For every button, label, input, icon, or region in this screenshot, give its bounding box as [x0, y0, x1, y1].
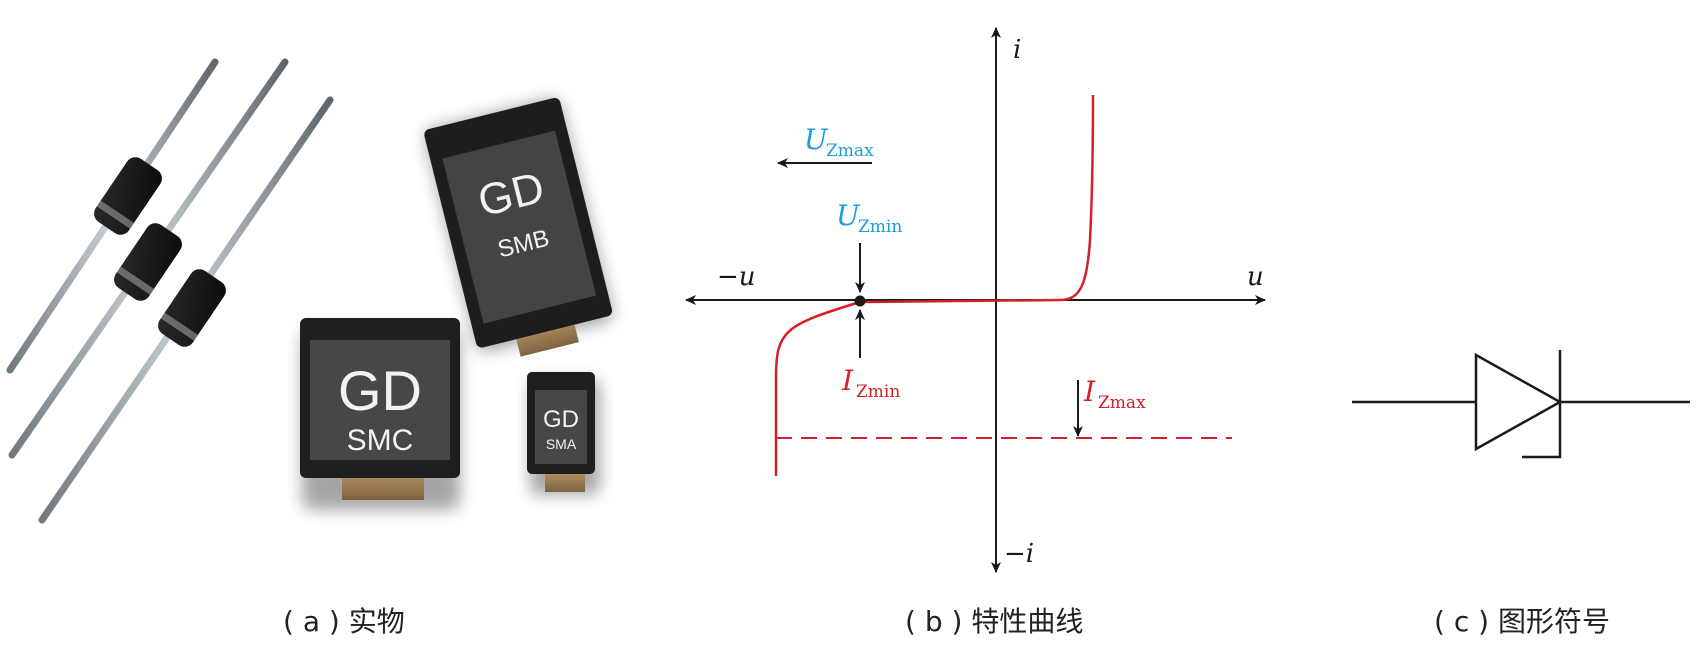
i-axis-label: i	[1013, 35, 1021, 65]
neg-u-axis-label: −u	[717, 262, 756, 292]
sma-label: SMA	[546, 436, 577, 452]
uzmax-label-main: U	[804, 123, 829, 156]
izmin-label-main: I	[841, 364, 854, 397]
sma-brand: GD	[543, 406, 579, 433]
axial-diodes-photo	[6, 58, 334, 524]
caption-b: ( b ) 特性曲线	[905, 605, 1084, 638]
uzmin-label-sub: Zmin	[858, 217, 902, 237]
smb-package: GD SMB	[424, 97, 613, 357]
uzmax-label-sub: Zmax	[826, 141, 874, 161]
uzmin-label-main: U	[836, 199, 861, 232]
diode-body	[114, 223, 182, 301]
caption-c: ( c ) 图形符号	[1434, 605, 1610, 638]
u-axis-label: u	[1247, 262, 1264, 292]
symbol-zener-bar	[1522, 350, 1562, 459]
izmax-label-sub: Zmax	[1098, 393, 1146, 413]
diode-body	[94, 157, 162, 235]
izmax-label: I Zmax	[1083, 375, 1146, 413]
smc-brand: GD	[338, 359, 422, 422]
uzmin-label: U Zmin	[836, 199, 902, 237]
smc-label: SMC	[347, 424, 414, 457]
smc-package: GD SMC	[300, 318, 460, 510]
iv-curve-diagram: u −u i −i U Zmax U Zmin I Zmin I Zmax	[685, 27, 1266, 573]
izmax-label-main: I	[1083, 375, 1096, 408]
caption-a: ( a ) 实物	[283, 605, 405, 638]
izmin-label-sub: Zmin	[856, 382, 900, 402]
zener-diode-symbol	[1352, 350, 1690, 459]
diode-body	[158, 269, 226, 347]
neg-i-axis-label: −i	[1004, 539, 1034, 569]
izmin-label: I Zmin	[841, 364, 900, 402]
uzmax-label: U Zmax	[804, 123, 874, 161]
zener-iv-curve	[774, 94, 1095, 476]
sma-package: GD SMA	[527, 372, 600, 495]
symbol-triangle	[1474, 352, 1563, 452]
uzmin-point	[854, 295, 866, 307]
